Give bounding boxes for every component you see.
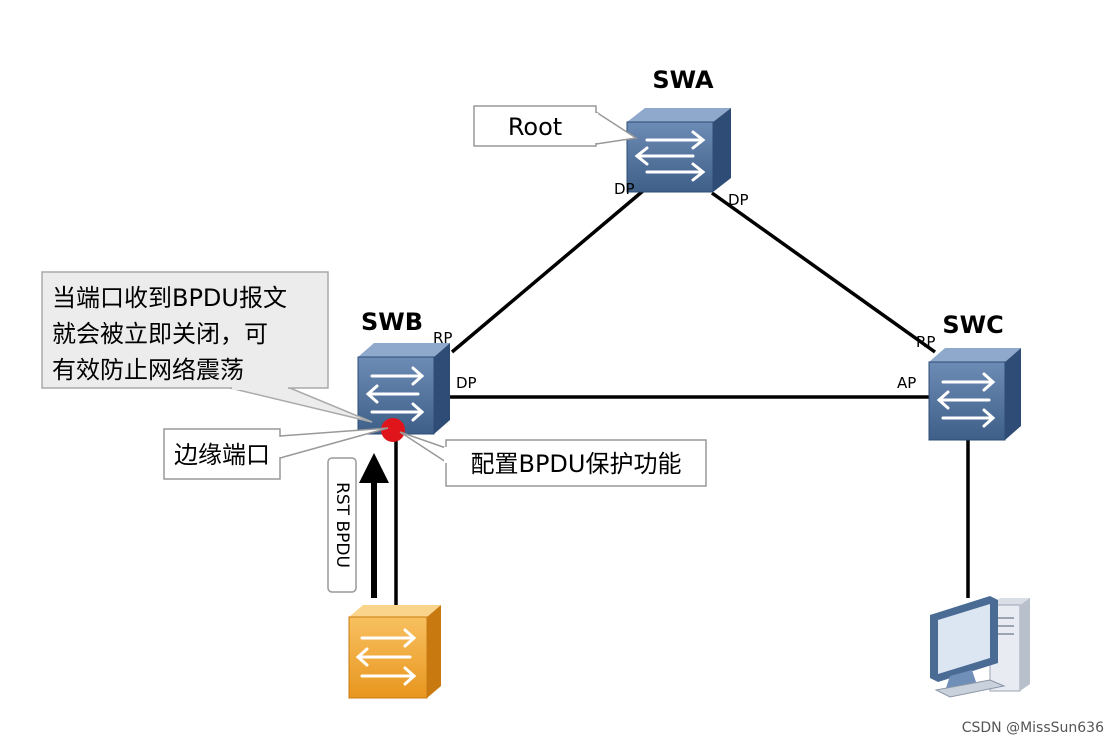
- bpdu-note-line1: 当端口收到BPDU报文: [52, 284, 287, 312]
- swc-port-up: RP: [916, 333, 935, 351]
- swb-label: SWB: [361, 308, 423, 336]
- switch-swb[interactable]: [357, 343, 450, 435]
- watermark: CSDN @MissSun636: [962, 720, 1104, 736]
- callout-bpdu-note: 当端口收到BPDU报文 就会被立即关闭，可 有效防止网络震荡: [41, 271, 373, 423]
- switch-swc[interactable]: [928, 348, 1021, 441]
- rst-bpdu-label: RST BPDU: [332, 482, 352, 568]
- swc-port-left: AP: [897, 374, 916, 392]
- edge-port-dot[interactable]: [381, 418, 405, 442]
- switch-swa[interactable]: [626, 108, 731, 193]
- switch-arrows-icon: [365, 366, 425, 422]
- bpdu-note-line2: 就会被立即关闭，可: [52, 320, 268, 348]
- switch-arrows-icon: [936, 372, 996, 428]
- callout-edge-port: 边缘端口: [163, 427, 389, 480]
- swc-label: SWC: [942, 311, 1003, 339]
- swa-label: SWA: [652, 66, 714, 94]
- switch-edge-orange[interactable]: [348, 605, 441, 699]
- swa-port-right: DP: [728, 191, 749, 209]
- pc-icon[interactable]: [930, 596, 1030, 698]
- links: [394, 183, 970, 612]
- bpdu-note-line3: 有效防止网络震荡: [52, 356, 244, 384]
- edge-port-label: 边缘端口: [174, 441, 270, 469]
- rst-bpdu-label-box: RST BPDU: [327, 457, 357, 593]
- bpdu-protect-label: 配置BPDU保护功能: [471, 450, 682, 478]
- swb-port-right: DP: [456, 374, 477, 392]
- switch-arrows-icon: [634, 130, 706, 182]
- switch-arrows-icon: [355, 628, 417, 686]
- swb-port-up: RP: [433, 329, 452, 347]
- link-swa-swc: [710, 191, 937, 354]
- link-swa-swb: [450, 183, 652, 354]
- callout-bpdu-protect: 配置BPDU保护功能: [399, 431, 707, 487]
- callout-root: Root: [473, 105, 639, 147]
- root-label: Root: [508, 113, 562, 141]
- swa-port-left: DP: [614, 180, 635, 198]
